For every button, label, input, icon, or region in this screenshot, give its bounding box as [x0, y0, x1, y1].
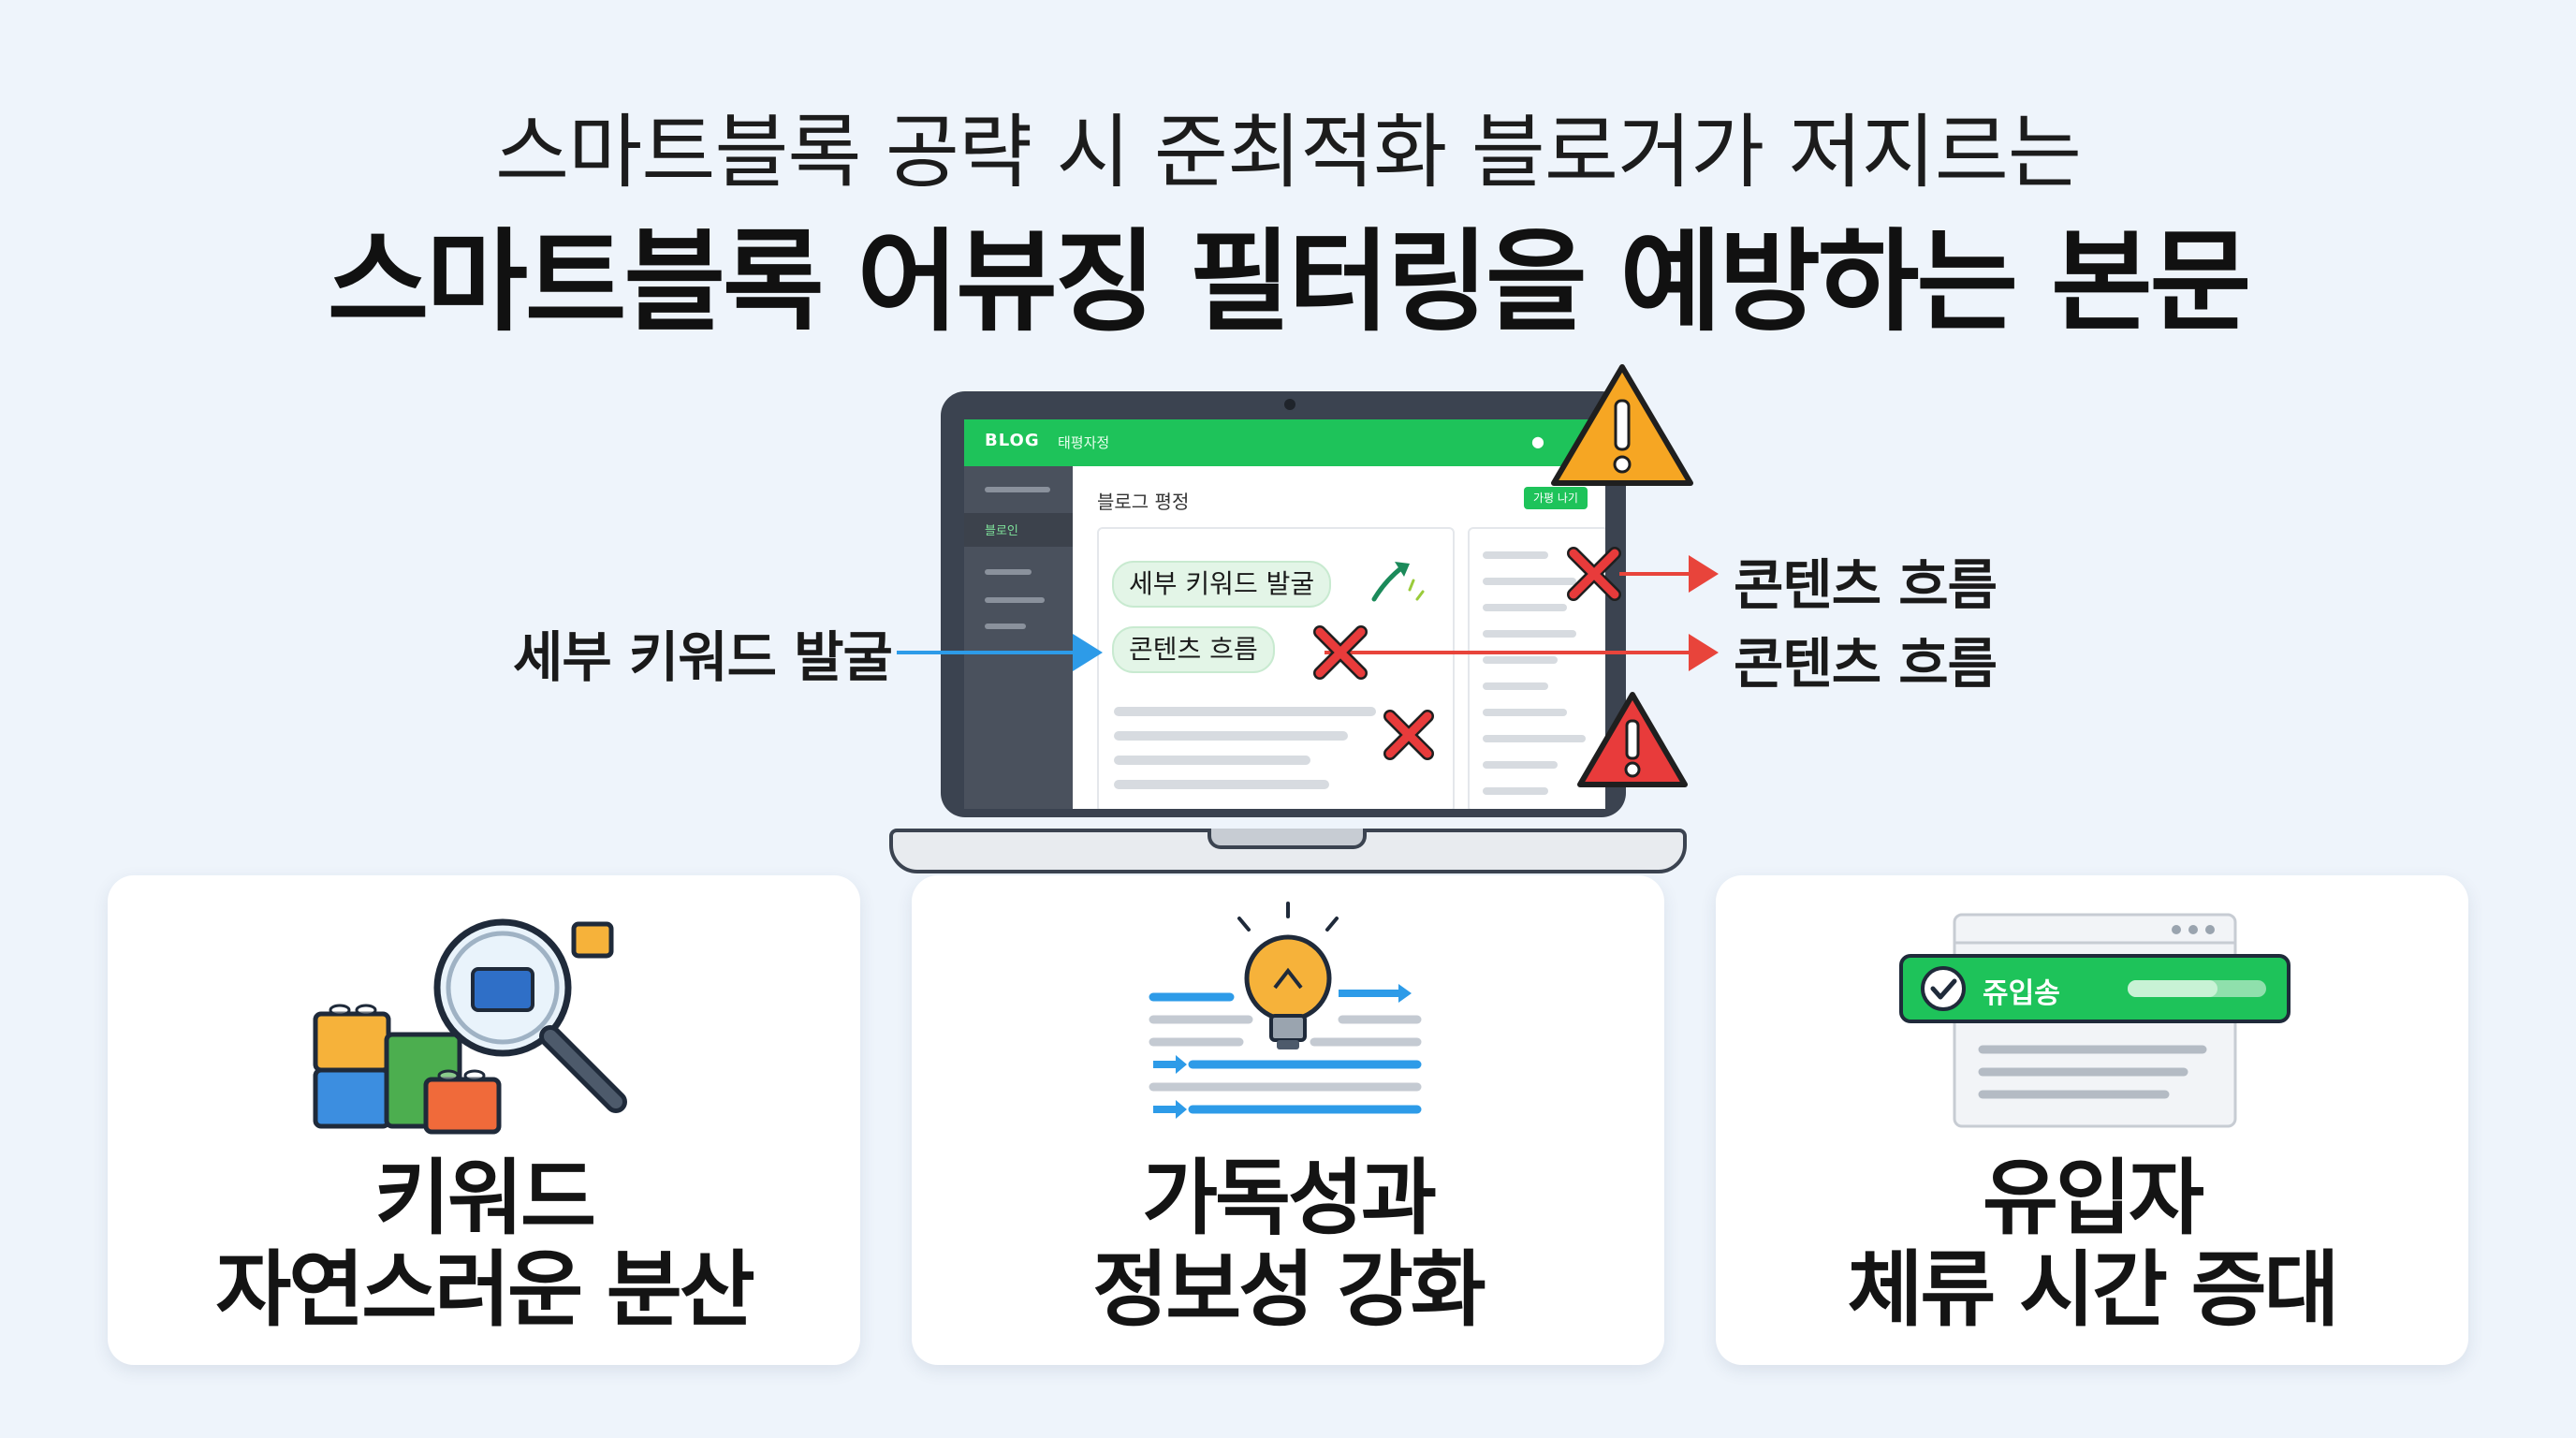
badge-text: 쥬입송 — [1983, 977, 2060, 1010]
callout-right-label-1: 콘텐츠 흐름 — [1734, 553, 1998, 617]
subtitle: 스마트블록 공략 시 준최적화 블로거가 저지르는 — [494, 106, 2082, 199]
text-line — [1483, 682, 1548, 690]
camera-dot — [1284, 399, 1295, 410]
card-keyword-line1: 키워드 — [374, 1150, 596, 1246]
blog-header-bar: BLOG 태평자정 ● — [964, 419, 1605, 466]
chip-flow: 콘텐츠 흐름 — [1112, 626, 1275, 673]
sidebar-line — [985, 569, 1032, 575]
chip-keyword: 세부 키워드 발굴 — [1112, 561, 1332, 608]
text-line — [1483, 630, 1576, 638]
card-retention-line1: 유입자 — [1983, 1150, 2204, 1246]
text-line — [1483, 709, 1567, 716]
content-card-main: 세부 키워드 발굴 콘텐츠 흐름 — [1097, 527, 1455, 809]
sidebar-line — [985, 597, 1045, 603]
card-keyword-line2: 자연스러운 분산 — [215, 1241, 754, 1338]
text-line — [1483, 787, 1548, 795]
blog-nav-text: 태평자정 — [1058, 434, 1110, 451]
callout-right-label-2: 콘텐츠 흐름 — [1734, 632, 1998, 696]
callout-left-label: 세부 키워드 발굴 — [513, 625, 893, 689]
card-keyword: 키워드 자연스러운 분산 — [108, 875, 860, 1365]
lego-magnifier-icon — [313, 918, 627, 1135]
sidebar-active-item: 블로인 — [964, 513, 1073, 547]
card-readability-line1: 가독성과 — [1142, 1150, 1437, 1246]
sidebar-line — [985, 487, 1050, 492]
blog-sidebar: 블로인 — [964, 466, 1073, 809]
text-line — [1114, 780, 1329, 789]
content-card-side — [1468, 527, 1605, 809]
laptop-screen: BLOG 태평자정 ● 블로인 블로그 평정 가평 나기 세부 키워드 발굴 콘… — [964, 419, 1605, 809]
bell-icon: ● — [1531, 433, 1544, 450]
text-line — [1483, 551, 1548, 559]
text-line — [1483, 735, 1586, 742]
sidebar-line — [985, 624, 1026, 629]
sidebar-active-label: 블로인 — [985, 524, 1018, 538]
lightbulb-icon — [1149, 902, 1422, 1119]
content-title: 블로그 평정 — [1097, 491, 1190, 513]
content-button: 가평 나기 — [1524, 487, 1588, 509]
browser-window-icon — [1899, 913, 2291, 1128]
text-line — [1114, 707, 1376, 716]
card-readability-line2: 정보성 강화 — [1092, 1241, 1486, 1338]
text-line — [1483, 604, 1567, 611]
laptop-illustration: BLOG 태평자정 ● 블로인 블로그 평정 가평 나기 세부 키워드 발굴 콘… — [889, 391, 1687, 873]
text-line — [1114, 756, 1310, 765]
text-line — [1483, 761, 1558, 769]
blog-logo: BLOG — [985, 431, 1040, 450]
card-readability: 가독성과 정보성 강화 — [912, 875, 1664, 1365]
text-line — [1483, 578, 1576, 585]
text-line — [1483, 656, 1558, 664]
text-line — [1114, 731, 1348, 741]
laptop-notch — [1208, 829, 1367, 849]
page-title: 스마트블록 어뷰징 필터링을 예방하는 본문 — [327, 217, 2251, 346]
card-retention-line2: 체류 시간 증대 — [1847, 1241, 2339, 1338]
card-retention: 쥬입송 유입자 체류 시간 증대 — [1716, 875, 2468, 1365]
